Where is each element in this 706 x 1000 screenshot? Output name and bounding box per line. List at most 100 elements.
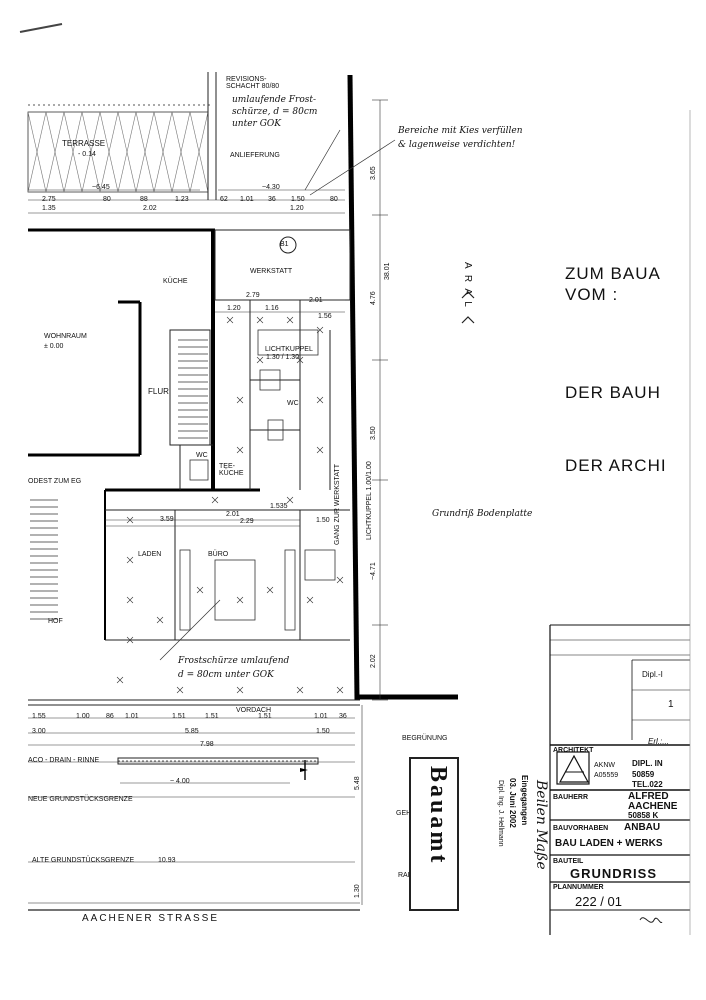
room-buero: BÜRO [208,551,229,558]
dim-laden-2: 2.01 [226,511,240,518]
dim-top2-3: 1.20 [290,205,304,212]
bauamt-stamp [409,757,459,911]
header-line-4: DER ARCHI [565,456,667,475]
note-bodenplatte: Grundriß Bodenplatte [432,509,533,519]
dim-right-2: 38.01 [384,262,391,280]
stamp-received-by: Dipl. Ing. J. Hellmann [497,780,504,847]
lichtkuppel-size: 1.30 / 1.30 [266,354,300,361]
note-frostschuerze-bottom: Frostschürze umlaufend d = 80cm unter GO… [178,656,290,680]
tb-vorhaben-label: BAUVORHABEN [553,825,609,832]
dim-werk-2: 2.01 [309,297,323,304]
tb-bauteil-label: BAUTEIL [553,858,584,865]
label-neue-grenze: NEUE GRUNDSTÜCKSGRENZE [28,796,133,803]
dim-top2-2: 2.02 [143,205,157,212]
tb-vorhaben-line2: BAU LADEN + WERKS [555,838,663,849]
aral-chevrons [461,291,475,324]
dim-top-9: 80 [330,196,338,203]
dim-bot-5: 1.51 [172,713,186,720]
dim-bot-7: 1.51 [258,713,272,720]
dim-werk-5: 1.56 [318,313,332,320]
room-kueche: KÜCHE [163,278,188,285]
tb-aknw: AKNW [594,762,615,769]
dim-top-1: 2.75 [42,196,56,203]
room-wc-1: WC [196,452,208,459]
dim-top-6: 1.01 [240,196,254,203]
dim-top-7: 36 [268,196,276,203]
tb-plannr-value: 222 / 01 [575,894,622,909]
room-marker-circle [279,236,297,254]
thick-walls [28,74,458,701]
drain-channel [117,757,319,780]
dim-bot3-2: ~ 4.00 [170,778,190,785]
dim-bot2-3: 1.50 [316,728,330,735]
leader-lines [159,129,396,661]
scan-mark [19,23,63,33]
dim-bot-8: 1.01 [314,713,328,720]
dim-right-4: 3.50 [370,426,377,440]
tb-bauherr-label: BAUHERR [553,794,588,801]
dim-werk-4: 1.16 [265,305,279,312]
dim-bot-1: 1.55 [32,713,46,720]
dim-laden-4: 1.535 [270,503,288,510]
dim-top-5: 62 [220,196,228,203]
tb-architekt-label: ARCHITEKT [553,747,594,754]
room-teekueche: TEE- KÜCHE [219,463,244,477]
dim-top-mid-1: ~6.45 [92,184,110,191]
label-podest: ODEST ZUM EG [28,478,82,485]
signature-text: Beilen Maße [533,780,549,870]
room-wohnraum: WOHNRAUM [44,333,87,340]
dim-top-8: 1.50 [291,196,305,203]
tb-bauteil-value: GRUNDRISS [570,866,658,881]
dim-right-7: 5.48 [354,776,361,790]
header-line-2: VOM : [565,285,619,304]
dim-right-1: 3.65 [370,166,377,180]
label-alte-grenze-dim: 10.93 [158,857,176,864]
dim-bot2-2: 5.85 [185,728,199,735]
title-block-lines [549,624,690,935]
dim-laden-5: 1.50 [316,517,330,524]
terrasse-level: - 0.14 [78,151,96,158]
dim-werk-3: 1.20 [227,305,241,312]
tb-arch-tel: TEL.022 [632,780,663,789]
stamp-received-label: Eingegangen [520,775,529,826]
note-kies: Bereiche mit Kies verfüllen & lagenweise… [398,126,523,151]
room-werkstatt: WERKSTATT [250,268,293,275]
label-vordach: VORDACH [236,707,272,714]
tb-dipl: Dipl.-I [642,670,663,679]
dim-top2-1: 1.35 [42,205,56,212]
label-lichtkuppel: LICHTKUPPEL [265,346,313,353]
dim-right-6: 2.02 [370,654,377,668]
street-name: AACHENER STRASSE [82,913,220,924]
dim-top-3: 88 [140,196,148,203]
tb-bauherr-name: ALFRED [628,791,669,802]
cross-marks [116,316,344,694]
room-wc-2: WC [287,400,299,407]
dim-bot-3: 86 [106,713,114,720]
dim-bot-4: 1.01 [125,713,139,720]
room-hof: HOF [48,618,63,625]
stamp-received-date: 03. Juni 2002 [508,778,517,828]
label-gang: GANG ZUR WERKSTATT [334,463,341,545]
room-laden: LADEN [138,551,162,558]
dim-laden-3: 2.29 [240,518,254,525]
dim-top-mid-2: ~4.30 [262,184,280,191]
header-line-1: ZUM BAUA [565,264,661,283]
dim-werk-1: 2.79 [246,292,260,299]
tb-arch-name: DIPL. IN [632,759,663,768]
dim-bot-6: 1.51 [205,713,219,720]
dim-laden-1: 3.59 [160,516,174,523]
tb-plannr-label: PLANNUMMER [553,884,604,891]
bauamt-stamp-text: Bauamt [425,766,451,866]
dim-bot2-1: 3.00 [32,728,46,735]
dim-right-5: ~4.71 [370,562,377,580]
tb-arch-zip: 50859 [632,770,655,779]
label-aco: ACO - DRAIN - RINNE [28,757,100,764]
room-terrasse: TERRASSE [62,139,106,148]
tb-bauherr-zip: 50858 K [628,811,659,820]
tb-vorhaben-value: ANBAU [624,822,661,833]
label-aral: A R A L [462,262,473,309]
dim-right-8: 1.30 [354,884,361,898]
label-alte-grenze: ALTE GRUNDSTÜCKSGRENZE [32,857,135,864]
tb-digit: 1 [668,699,674,710]
